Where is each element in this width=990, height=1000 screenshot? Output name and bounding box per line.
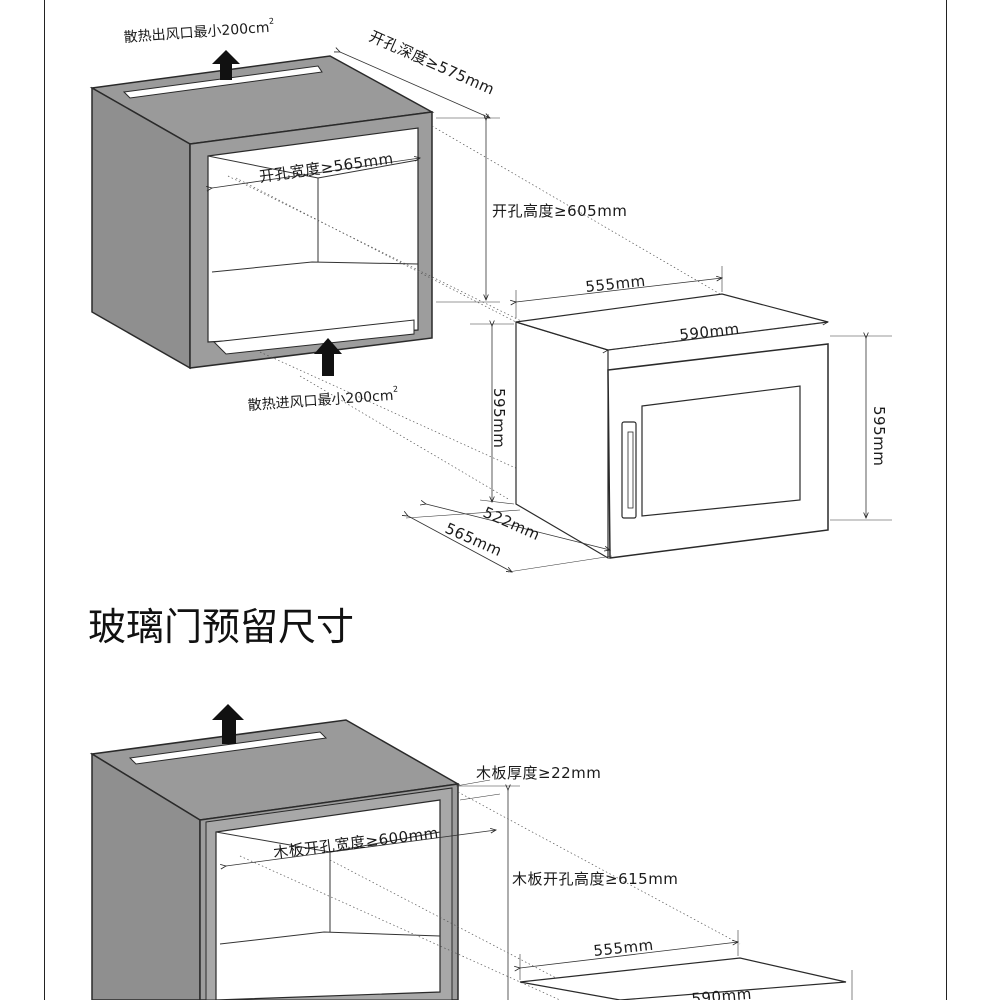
board-cutout-width-line <box>226 830 496 866</box>
bottom-unit-front-width-label: 590mm <box>691 985 753 1000</box>
bottom-wine-cooler-unit <box>519 957 847 1000</box>
bottom-unit-body-width-label: 555mm <box>593 936 655 960</box>
board-thickness-label: 木板厚度≥22mm <box>476 764 601 782</box>
intake-arrow-icon <box>314 338 342 376</box>
cutout-height-label: 开孔高度≥605mm <box>492 202 627 220</box>
exhaust-arrow-icon <box>212 50 240 80</box>
wine-cooler-unit <box>515 293 829 560</box>
top-cabinet <box>89 55 435 370</box>
top-unit-side-height-label: 595mm <box>490 388 508 448</box>
section-title: 玻璃门预留尺寸 <box>88 605 354 649</box>
top-unit-depth-total-line <box>408 516 512 572</box>
projection-lines <box>227 125 721 501</box>
bottom-unit-body-width-line <box>520 942 738 968</box>
right-frame-border <box>946 0 947 1000</box>
bottom-exhaust-arrow-icon <box>212 704 244 744</box>
cutout-width-line <box>212 158 420 188</box>
top-unit-body-width-line <box>516 278 722 302</box>
exhaust-label: 散热出风口最小200cm2 <box>123 16 275 45</box>
board-cutout-height-label: 木板开孔高度≥615mm <box>512 870 678 888</box>
intake-label: 散热进风口最小200cm2 <box>247 384 399 413</box>
door-handle <box>621 421 637 519</box>
top-unit-front-height-label: 595mm <box>870 406 888 466</box>
top-unit-front-width-line <box>608 322 828 350</box>
cutout-depth-line <box>340 52 490 118</box>
left-frame-border <box>44 0 45 1000</box>
top-unit-body-width-label: 555mm <box>585 272 647 296</box>
